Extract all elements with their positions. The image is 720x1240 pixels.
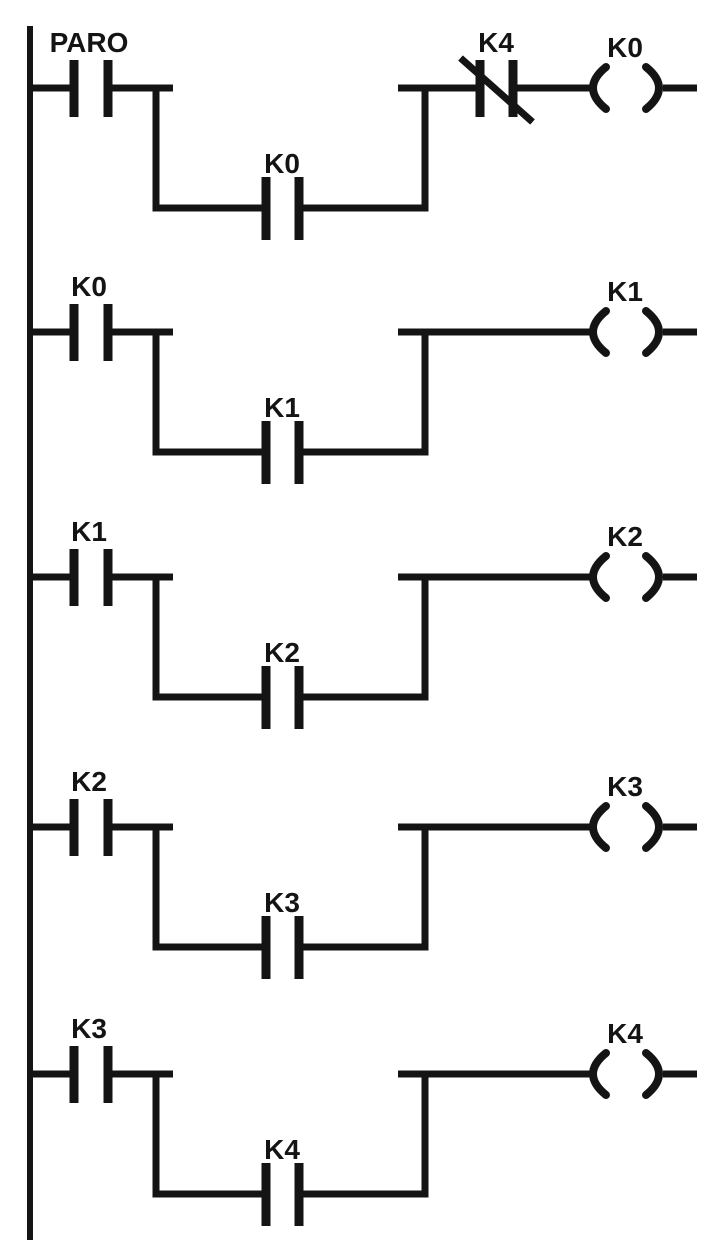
input-contact-label: PARO [50, 27, 129, 58]
input-contact [69, 60, 113, 117]
coil-label: K4 [607, 1018, 643, 1049]
coil-paren-right [642, 63, 663, 113]
branch-contact-label: K2 [264, 637, 300, 668]
coil-paren-left [589, 63, 610, 113]
branch-contact [261, 421, 304, 484]
input-contact-label: K0 [71, 271, 107, 302]
input-contact [69, 799, 113, 856]
coil-paren-right [642, 552, 663, 602]
series-nc-contact [458, 55, 535, 125]
coil-paren-right [642, 307, 663, 357]
coil-paren-left [589, 802, 610, 852]
coil-paren-left [589, 552, 610, 602]
output-coil [589, 1049, 663, 1099]
coil-label: K2 [607, 521, 643, 552]
output-coil [589, 63, 663, 113]
input-contact-label: K3 [71, 1013, 107, 1044]
input-contact-label: K2 [71, 766, 107, 797]
branch-contact [261, 666, 304, 729]
output-coil [589, 552, 663, 602]
input-contact [69, 549, 113, 606]
left-power-rail [27, 26, 33, 1240]
coil-label: K0 [607, 32, 643, 63]
branch-contact-label: K1 [264, 392, 300, 423]
branch-contact-label: K4 [264, 1134, 300, 1165]
branch-contact-label: K3 [264, 887, 300, 918]
series-contact-label: K4 [478, 27, 514, 58]
coil-paren-left [589, 1049, 610, 1099]
output-coil [589, 802, 663, 852]
coil-paren-right [642, 1049, 663, 1099]
branch-contact-label: K0 [264, 148, 300, 179]
input-contact [69, 1046, 113, 1103]
branch-contact [261, 1163, 304, 1226]
coil-label: K3 [607, 771, 643, 802]
coil-label: K1 [607, 276, 643, 307]
output-coil [589, 307, 663, 357]
input-contact-label: K1 [71, 516, 107, 547]
coil-paren-right [642, 802, 663, 852]
input-contact [69, 304, 113, 361]
branch-contact [261, 916, 304, 979]
nc-slash [458, 55, 535, 125]
branch-contact [261, 177, 304, 240]
coil-paren-left [589, 307, 610, 357]
